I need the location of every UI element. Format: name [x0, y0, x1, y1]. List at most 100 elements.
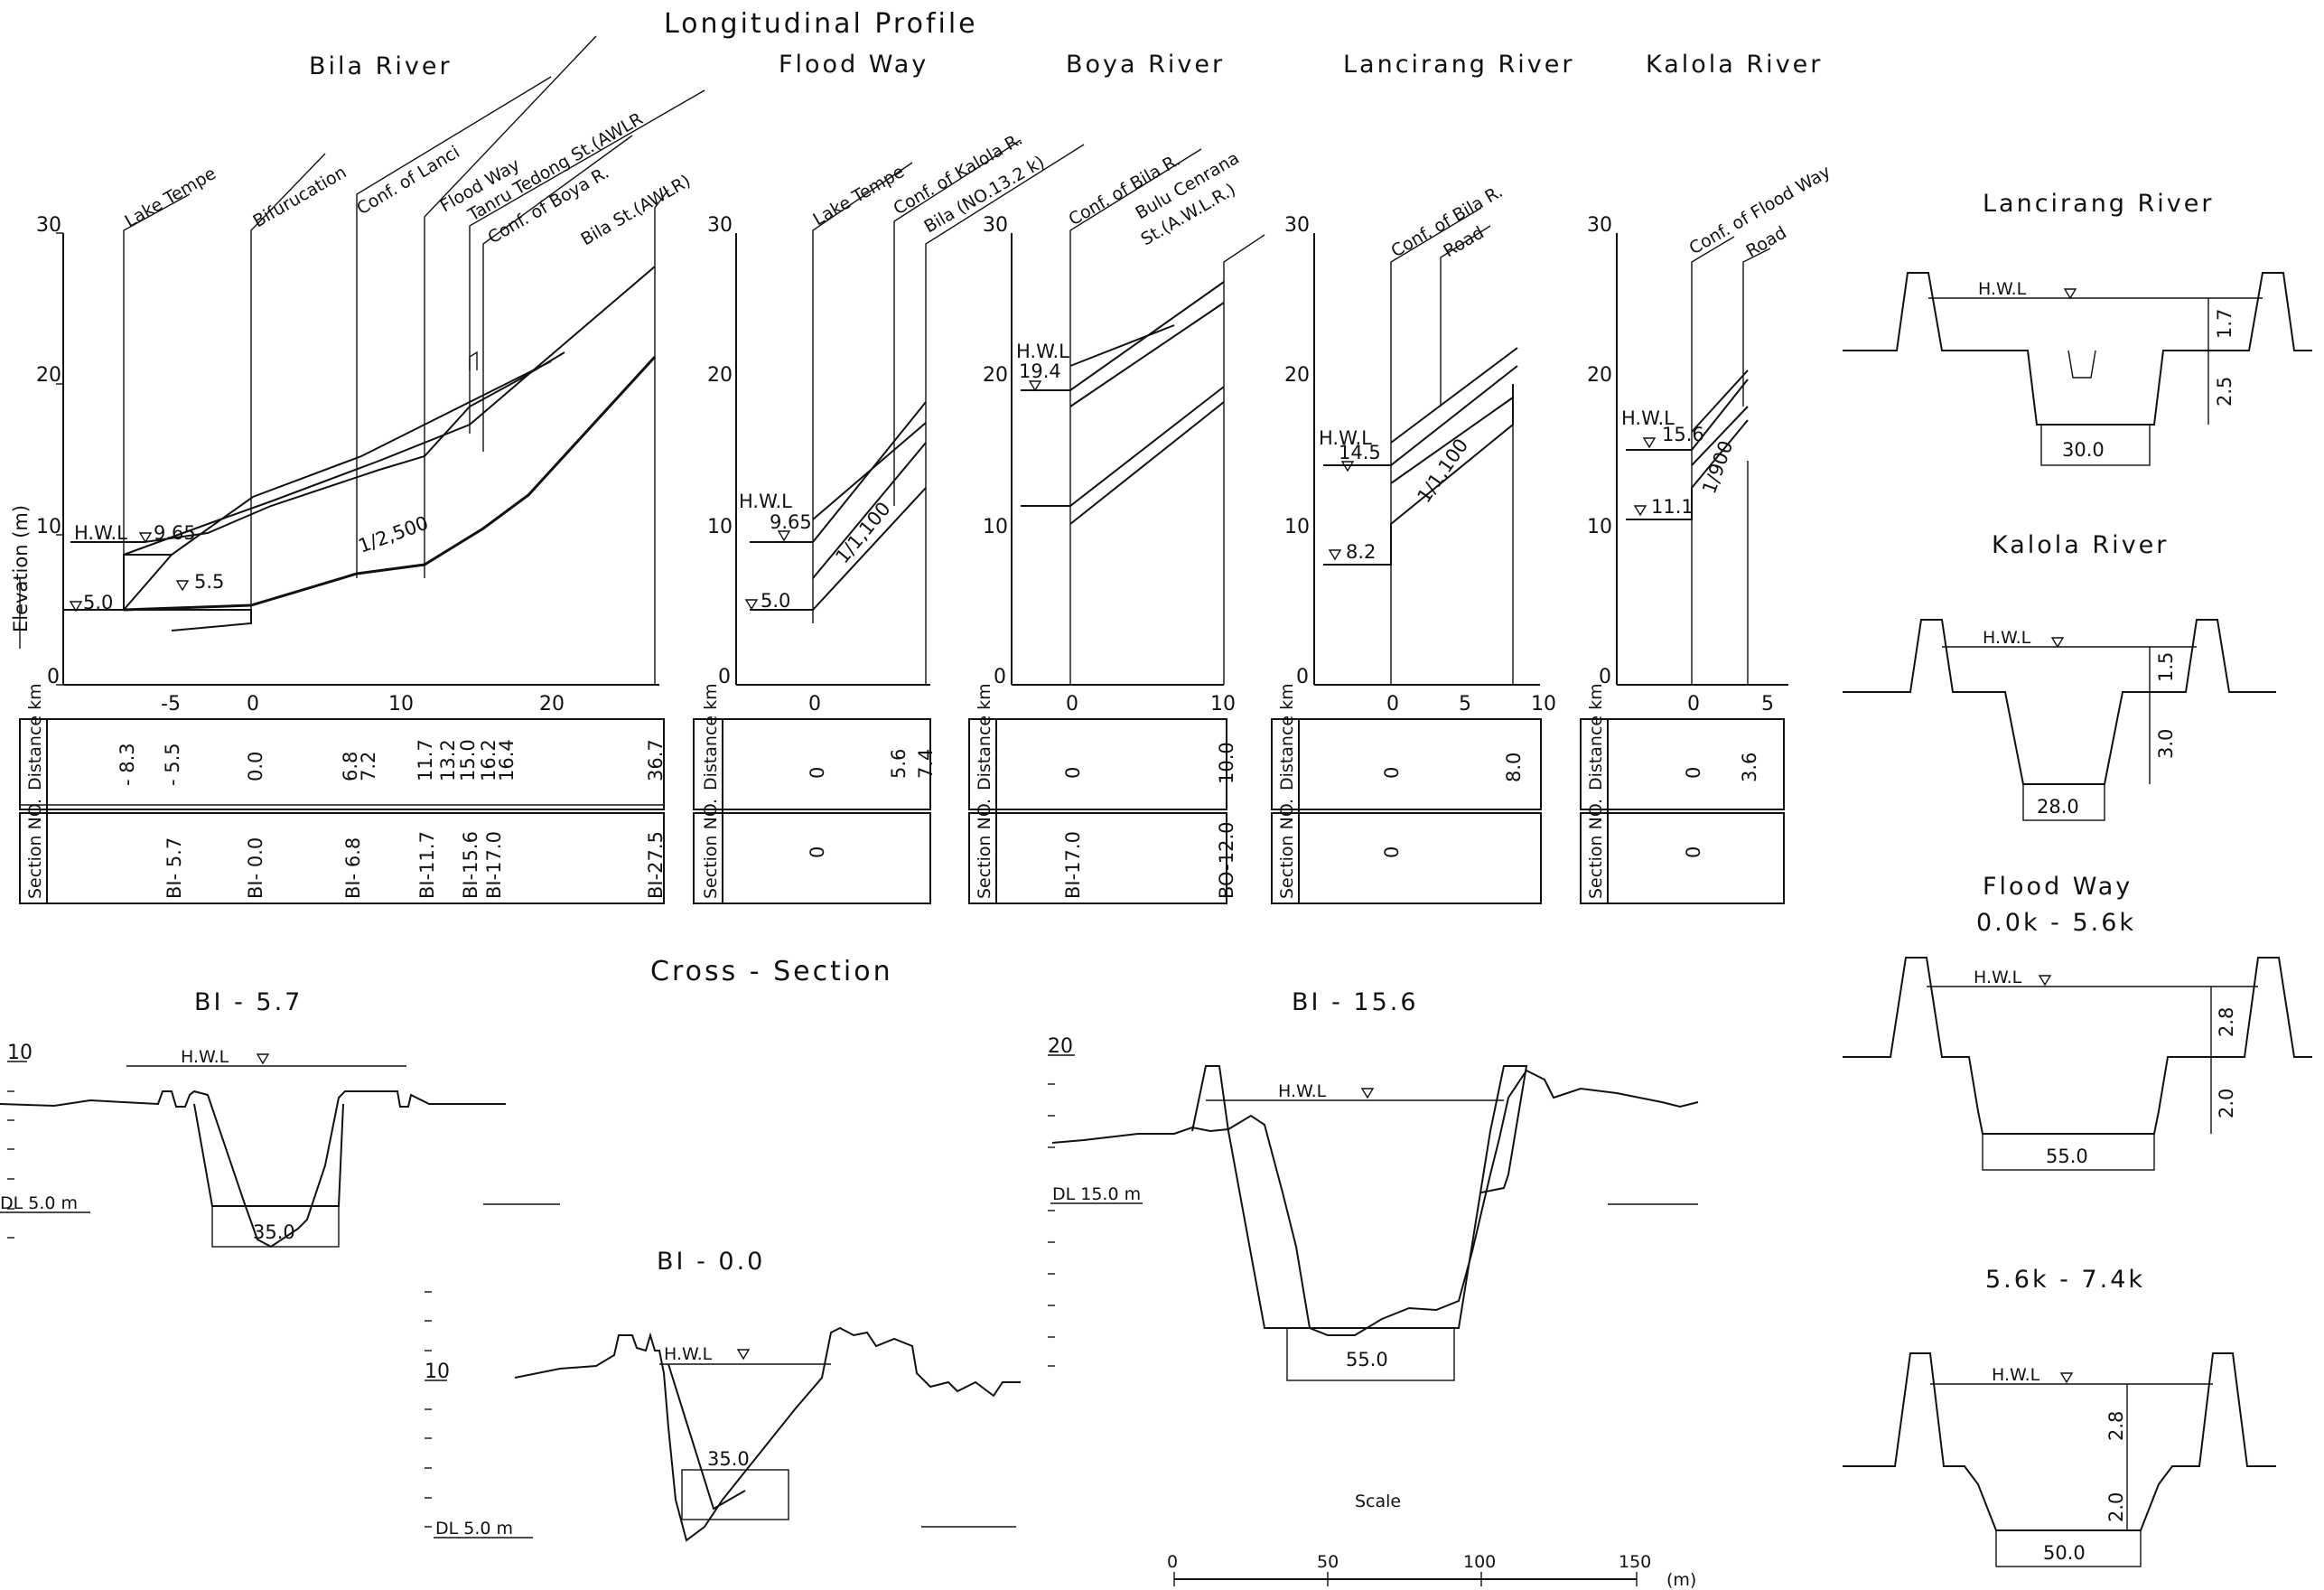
bi57-datum: DL 5.0 m [0, 1193, 78, 1213]
floodway-hwl-label: H.W.L [739, 491, 792, 512]
bila-dist-6: 11.7 [415, 739, 436, 781]
floodway-ytick-20: 20 [707, 364, 733, 387]
kalola-hwl-label: H.W.L [1621, 407, 1675, 429]
typical-floodway-b-depth-upper: 2.8 [2105, 1411, 2127, 1441]
bila-dist-1: - 8.3 [117, 743, 138, 786]
lancirang-dike-line [1390, 347, 1518, 444]
typical-floodway-a-hwl-label: H.W.L [1974, 968, 2022, 987]
bila-river-title: Bila River [309, 52, 453, 80]
typical-section-floodway-b: 5.6k - 7.4k H.W.L 2.8 2.0 50.0 [1843, 1266, 2276, 1567]
lancirang-xtick-5: 5 [1459, 693, 1471, 716]
scale-tick-100: 100 [1463, 1552, 1496, 1572]
boya-dist-2: 10.0 [1216, 742, 1237, 784]
typical-floodway-a-title: Flood Way [1983, 873, 2133, 901]
cross-section-bi-15-6: BI - 15.6 20 H.W.L DL 15.0 m 55.0 [1048, 988, 1699, 1381]
kalola-dike-line [1691, 369, 1749, 433]
typical-kalola-title: Kalola River [1992, 531, 2169, 559]
lancirang-hwl-line [1323, 365, 1518, 466]
floodway-xtick-0: 0 [808, 693, 821, 716]
typical-section-kalola: Kalola River H.W.L 1.5 3.0 28.0 [1843, 531, 2276, 821]
lancirang-ytick-30: 30 [1284, 214, 1310, 237]
bila-xtick-20: 20 [539, 693, 565, 716]
boya-river-title: Boya River [1066, 51, 1225, 79]
bila-section-5: BI-15.6 [460, 831, 481, 899]
bila-dist-2: - 5.5 [162, 743, 183, 786]
floodway-dist-1: 0 [807, 767, 828, 779]
boya-distance-header: Distance km [975, 683, 994, 790]
lancirang-hwl-value: 14.5 [1339, 442, 1381, 463]
bila-dike-line-2 [123, 266, 656, 556]
floodway-ytick-10: 10 [707, 516, 733, 538]
bila-point-lake-tempe: Lake Tempe [122, 164, 220, 231]
kalola-dist-2: 3.6 [1739, 753, 1760, 782]
bila-ytick-20: 20 [36, 364, 61, 387]
bila-section-1: BI- 5.7 [163, 837, 185, 899]
lancirang-ytick-10: 10 [1284, 516, 1310, 538]
typical-floodway-b-hwl-marker [2059, 1372, 2074, 1384]
typical-floodway-a-width: 55.0 [2046, 1146, 2088, 1167]
floodway-section-1: 0 [807, 846, 828, 858]
bi00-y-top: 10 [425, 1361, 450, 1383]
bi00-design-line [667, 1363, 746, 1510]
floodway-hwl-marker [777, 530, 791, 542]
boya-xtick-0: 0 [1066, 693, 1078, 716]
lancirang-dist-2: 8.0 [1503, 753, 1525, 782]
boya-hwl-label: H.W.L [1016, 341, 1069, 362]
floodway-profile: 30 20 10 0 0 Lake Tempe Conf. of Kalola … [707, 129, 1085, 716]
boya-hwl-value: 19.4 [1019, 360, 1061, 382]
floodway-section-header: Section NO. [701, 799, 721, 899]
bi156-hwl-marker [1360, 1088, 1375, 1099]
bila-ytick-0: 0 [47, 666, 60, 688]
bi00-datum: DL 5.0 m [435, 1519, 513, 1539]
bila-section-7: BI-27.5 [645, 831, 667, 899]
lancirang-bank-line [1390, 397, 1514, 484]
floodway-bed-line [750, 487, 927, 611]
bila-bed-level-1: 5.0 [83, 592, 113, 613]
bi57-hwl-label: H.W.L [181, 1047, 229, 1067]
bila-section-header: Section NO. [25, 799, 45, 899]
bi156-datum: DL 15.0 m [1052, 1184, 1141, 1204]
typical-kalola-width: 28.0 [2037, 796, 2079, 818]
bila-section-2: BI- 0.0 [245, 837, 266, 899]
bila-point-bifurcation: Bifurucation [250, 163, 350, 232]
typical-section-lancirang: Lancirang River H.W.L 1.7 2.5 30.0 [1843, 190, 2312, 466]
floodway-dike-line [812, 422, 927, 520]
lancirang-xtick-10: 10 [1531, 693, 1556, 716]
bila-dike-line [123, 360, 552, 611]
kalola-hwl-value: 15.6 [1662, 424, 1704, 445]
bila-gauge-mark [469, 351, 478, 370]
typical-lancirang-hwl-label: H.W.L [1978, 279, 2027, 299]
floodway-bed-level: 5.0 [761, 590, 790, 612]
kalola-point-road: Road [1743, 222, 1790, 261]
kalola-river-title: Kalola River [1646, 51, 1823, 79]
typical-lancirang-depth-lower: 2.5 [2214, 377, 2235, 407]
typical-floodway-b-width: 50.0 [2043, 1542, 2086, 1564]
bila-dist-10: 16.4 [496, 739, 518, 781]
bila-dist-4: 6.8 [340, 752, 361, 781]
typical-floodway-b-hwl-label: H.W.L [1992, 1365, 2040, 1385]
boya-bed-line [1021, 386, 1225, 507]
boya-ytick-20: 20 [983, 364, 1008, 387]
bi00-width-box [681, 1469, 789, 1520]
typical-floodway-a-outline [1843, 957, 2312, 1135]
bila-xtick-0: 0 [247, 693, 259, 716]
kalola-section-header: Section NO. [1586, 799, 1606, 899]
bila-hwl-marker [138, 532, 153, 544]
bila-distance-header: Distance km [25, 683, 45, 790]
floodway-bed-marker [744, 599, 759, 611]
scale-tick-0: 0 [1167, 1552, 1178, 1572]
typical-floodway-a-depth-lower: 2.0 [2216, 1089, 2237, 1118]
bila-section-3: BI- 6.8 [342, 837, 364, 899]
floodway-title: Flood Way [779, 51, 929, 79]
typical-lancirang-depth-upper: 1.7 [2214, 309, 2235, 339]
scale-tick-150: 150 [1619, 1552, 1651, 1572]
typical-lancirang-outline [1843, 272, 2312, 426]
bi00-title: BI - 0.0 [657, 1248, 765, 1276]
scale-bar: Scale 0 50 100 150 (m) [1167, 1492, 1696, 1590]
bi57-y-top: 10 [7, 1042, 33, 1064]
bila-hwl-label: H.W.L [74, 522, 127, 544]
lancirang-ytick-20: 20 [1284, 364, 1310, 387]
bi156-hwl-label: H.W.L [1278, 1081, 1327, 1101]
lancirang-hwl-marker [1340, 461, 1355, 472]
